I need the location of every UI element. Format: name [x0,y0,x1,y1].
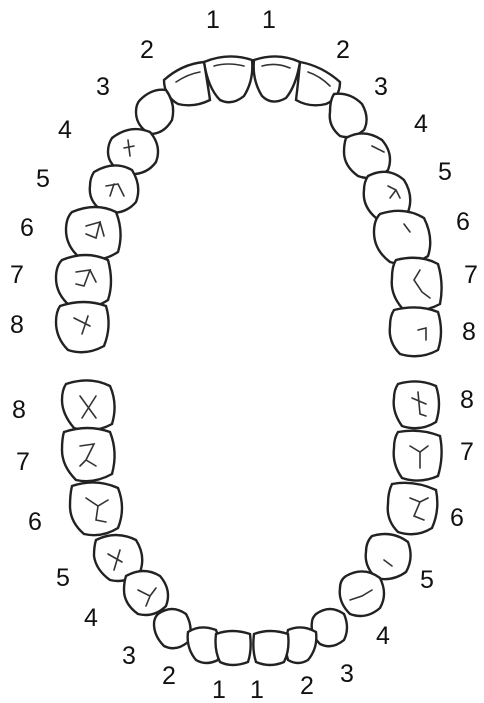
upper-left-canine [136,90,173,134]
lower-left-central-incisor [216,631,251,665]
upper-left-label-1: 1 [206,6,220,34]
lower-right-first-molar [388,483,438,534]
upper-right-central-incisor [254,56,300,101]
lower-left-label-3: 3 [122,642,136,670]
upper-left-label-7: 7 [10,261,24,289]
lower-right-label-4: 4 [376,622,390,650]
upper-right-first-molar [374,211,430,264]
upper-right-label-8: 8 [462,318,476,346]
upper-left-third-molar [56,302,109,352]
lower-right-label-3: 3 [340,660,354,688]
lower-right-label-1: 1 [250,676,264,703]
upper-right-canine [330,94,367,137]
upper-right-label-5: 5 [438,158,452,186]
upper-right-label-3: 3 [374,73,388,101]
upper-right-label-6: 6 [456,208,470,236]
upper-left-label-3: 3 [96,73,110,101]
upper-right-label-2: 2 [336,36,350,64]
lower-left-label-8: 8 [12,396,26,424]
lower-left-label-1: 1 [212,676,226,703]
upper-right-label-1: 1 [262,6,276,34]
lower-right-first-premolar [340,571,384,616]
upper-right-label-7: 7 [464,261,478,289]
upper-left-first-molar [66,207,121,260]
lower-left-first-premolar [124,571,168,615]
upper-right-third-molar [390,307,441,356]
lower-right-third-molar [394,381,439,428]
upper-arch [56,56,442,356]
lower-right-second-molar [394,431,442,481]
lower-left-label-5: 5 [56,564,70,592]
lower-right-label-2: 2 [300,672,314,700]
lower-right-label-6: 6 [450,504,464,532]
upper-left-label-8: 8 [10,311,24,339]
lower-right-label-7: 7 [460,438,474,466]
lower-left-label-2: 2 [162,662,176,690]
upper-right-label-4: 4 [414,110,428,138]
lower-right-lateral-incisor [286,627,316,663]
lower-left-canine [154,609,191,648]
upper-left-label-4: 4 [58,116,72,144]
lower-right-central-incisor [253,631,288,665]
upper-left-label-6: 6 [20,214,34,242]
upper-left-label-2: 2 [140,36,154,64]
lower-left-label-6: 6 [28,508,42,536]
lower-right-label-5: 5 [420,566,434,594]
lower-left-first-molar [70,482,122,535]
upper-left-second-molar [56,255,111,308]
lower-left-third-molar [62,380,115,430]
upper-left-second-premolar [90,165,138,212]
lower-left-label-7: 7 [16,448,30,476]
upper-left-label-5: 5 [36,165,50,193]
lower-left-label-4: 4 [84,604,98,632]
lower-right-label-8: 8 [460,386,474,414]
